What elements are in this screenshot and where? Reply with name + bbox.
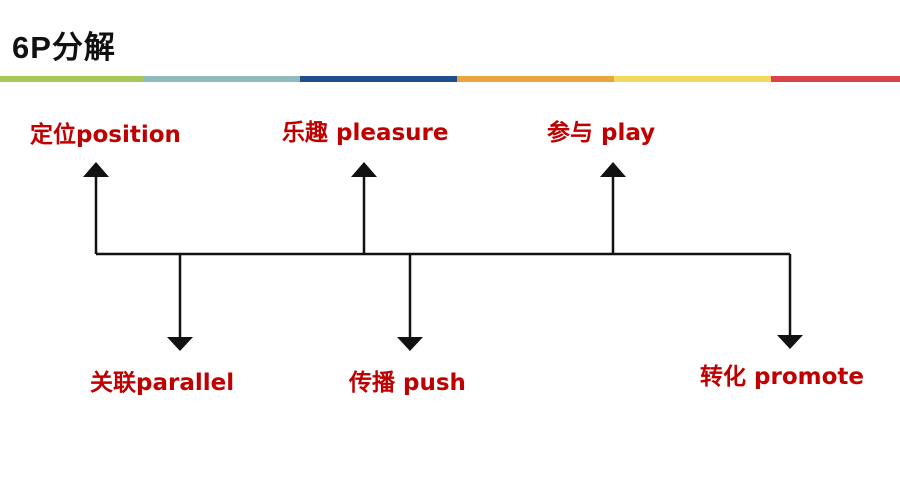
arrow-down-icon [167,337,193,351]
band-segment-red [771,76,900,82]
band-segment-green [0,76,143,82]
node-label-position: 定位position [30,122,181,148]
node-label-play: 参与 play [547,120,656,146]
node-label-parallel: 关联parallel [90,370,235,396]
band-segment-orange [457,76,614,82]
arrow-down-icon [397,337,423,351]
band-segment-navy [300,76,457,82]
arrow-down-icon [777,335,803,349]
node-label-push: 传播 push [349,370,466,396]
band-segment-teal [143,76,300,82]
node-label-promote: 转化 promote [700,364,864,390]
title-color-band [0,76,900,82]
arrow-up-icon [600,162,626,177]
node-label-pleasure: 乐趣 pleasure [282,120,449,146]
arrow-up-icon [83,162,109,177]
band-segment-yellow [614,76,771,82]
page-title: 6P分解 [12,30,116,65]
arrow-up-icon [351,162,377,177]
